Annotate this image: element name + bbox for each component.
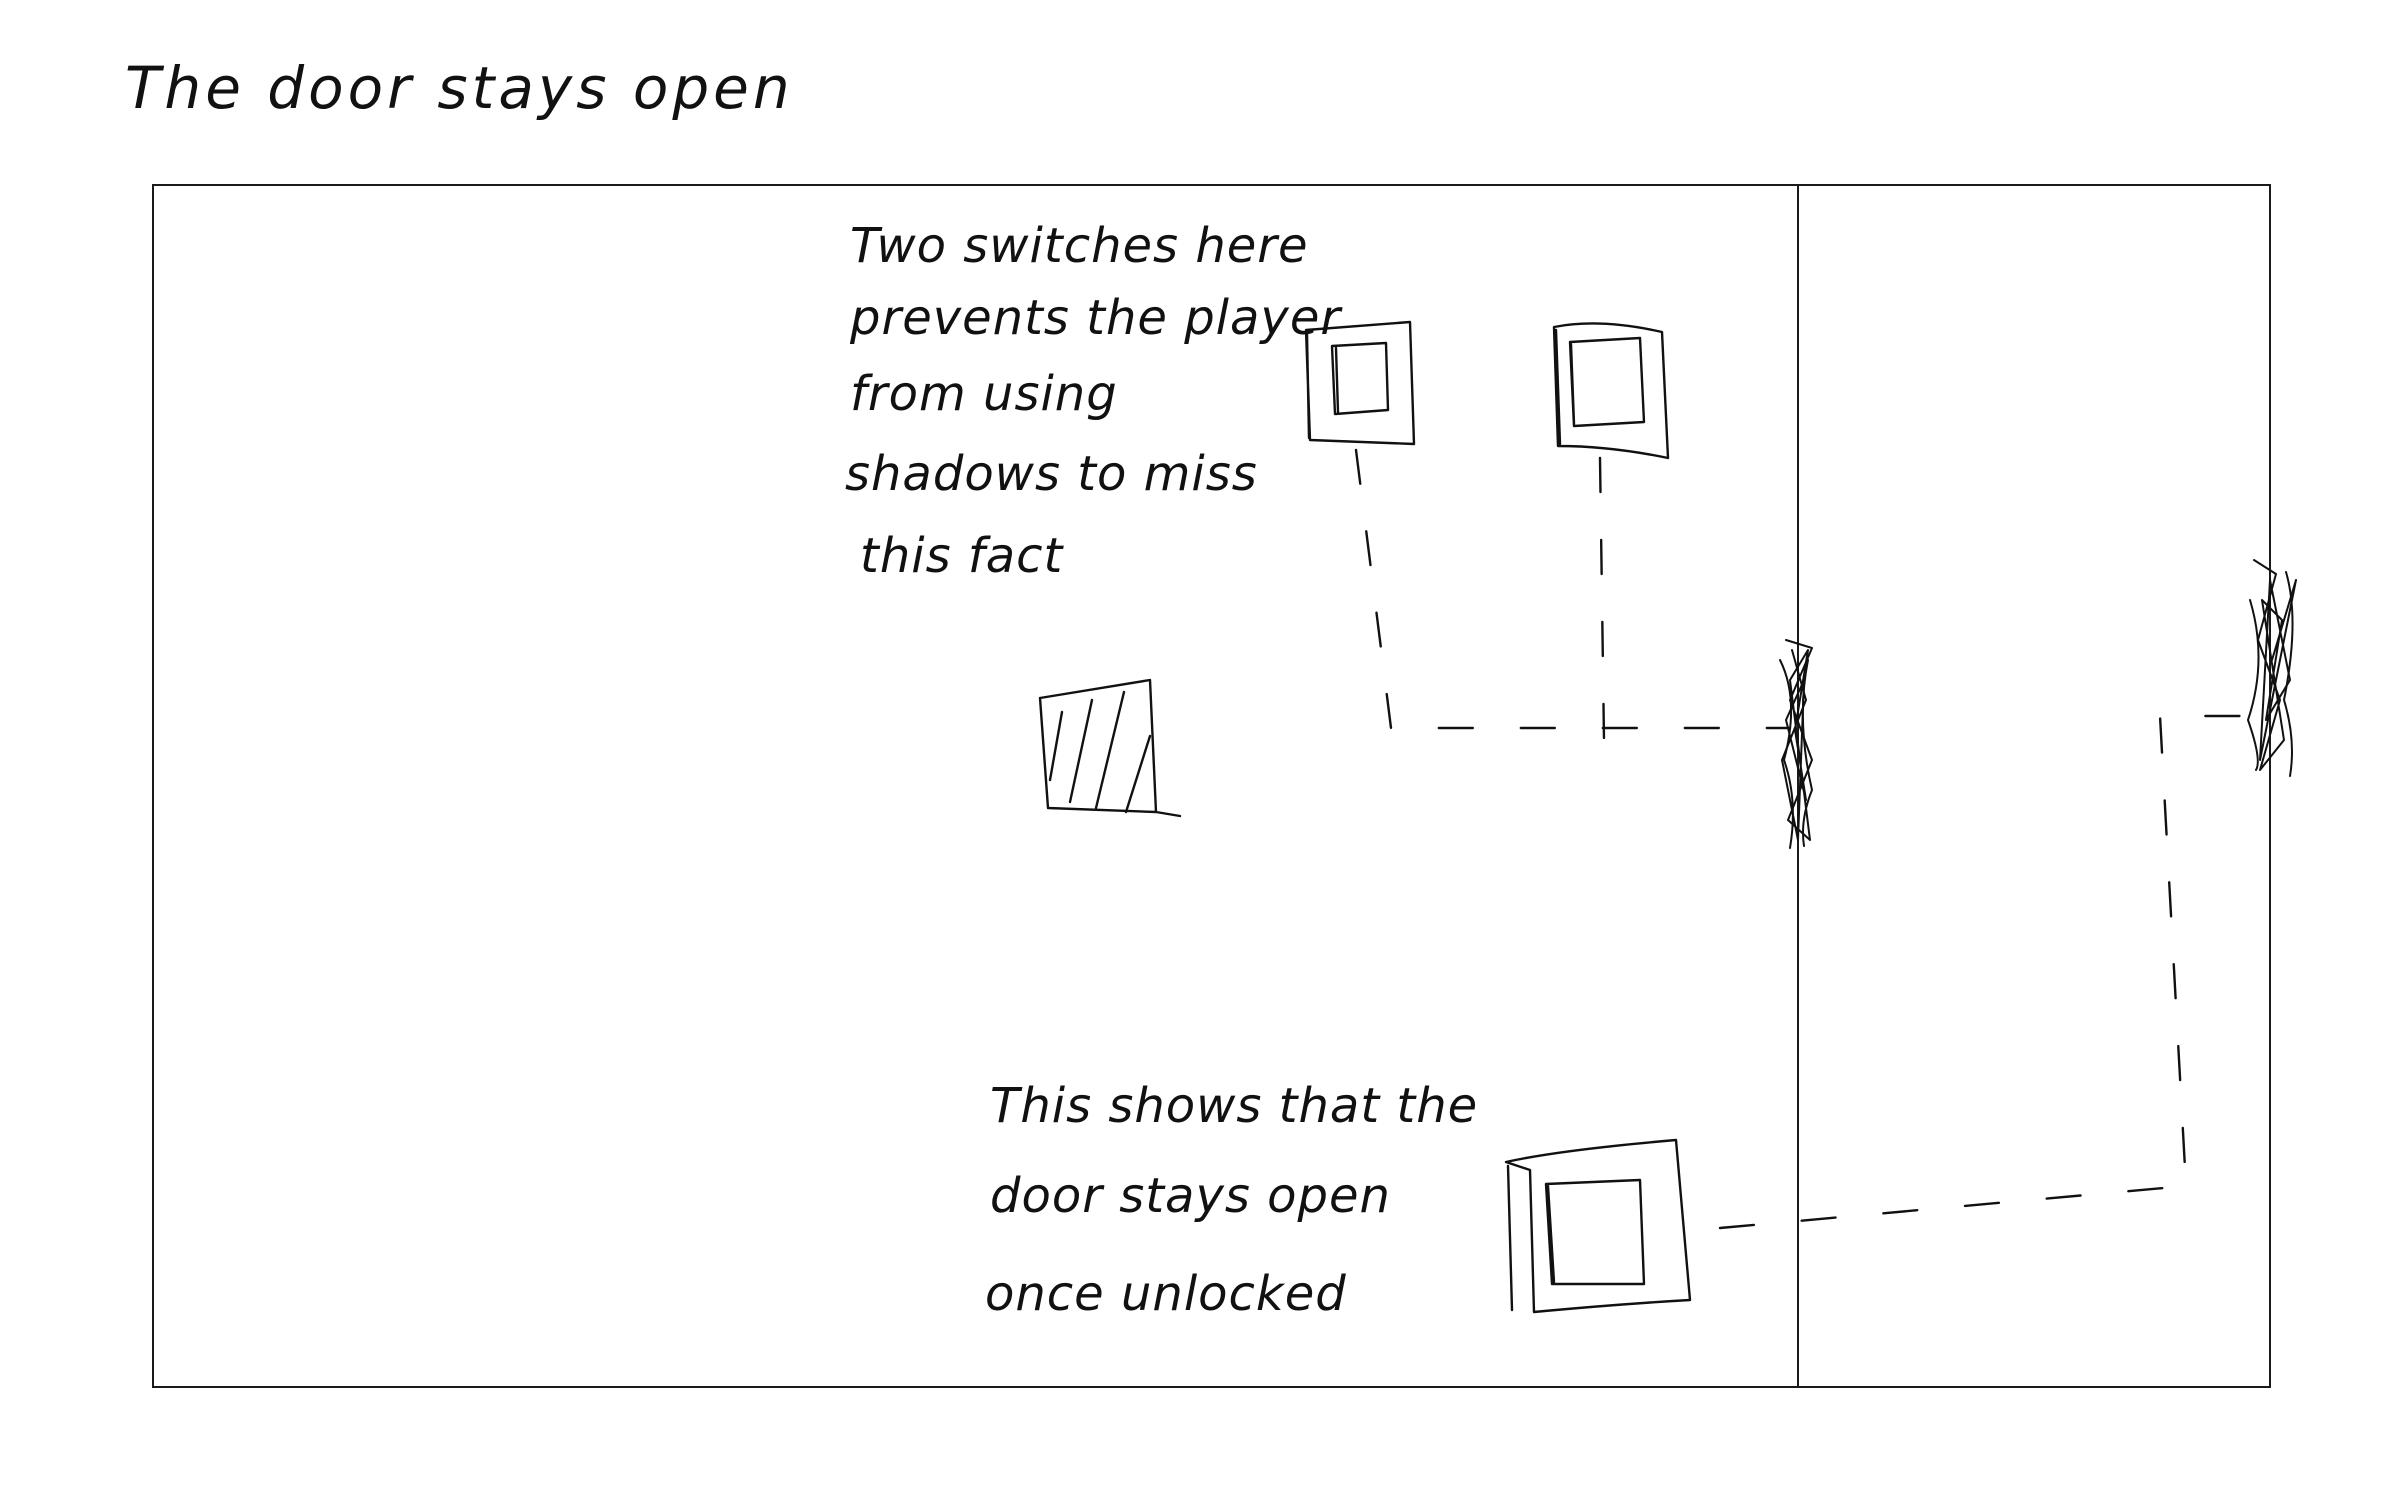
switches-note-line: prevents the player (849, 290, 1343, 346)
switches-note-line: Two switches here (850, 218, 1309, 274)
switches-note-line: shadows to miss (845, 446, 1258, 502)
switches-note: Two switches here prevents the player fr… (845, 218, 1343, 584)
switch-wire (1718, 714, 2252, 1230)
square-switch-icon (1304, 320, 1416, 446)
door-note-line: door stays open (990, 1168, 1391, 1224)
door-note-line: once unlocked (985, 1266, 1347, 1322)
switch-wire (1598, 456, 1606, 742)
switch-wire (1354, 448, 1792, 730)
hatched-block-icon (1038, 678, 1182, 818)
square-switch-icon (1504, 1138, 1692, 1314)
scribbled-door-icon (1779, 639, 1813, 849)
door-note-line: This shows that the (990, 1078, 1478, 1134)
switches-note-line: this fact (860, 528, 1065, 584)
square-switch-icon (1552, 322, 1670, 460)
scribbled-door-icon (2247, 559, 2297, 777)
level-frame (152, 184, 2271, 1388)
page-title: The door stays open (125, 54, 794, 122)
door-note: This shows that the door stays open once… (985, 1078, 1478, 1322)
switches-note-line: from using (850, 366, 1118, 422)
